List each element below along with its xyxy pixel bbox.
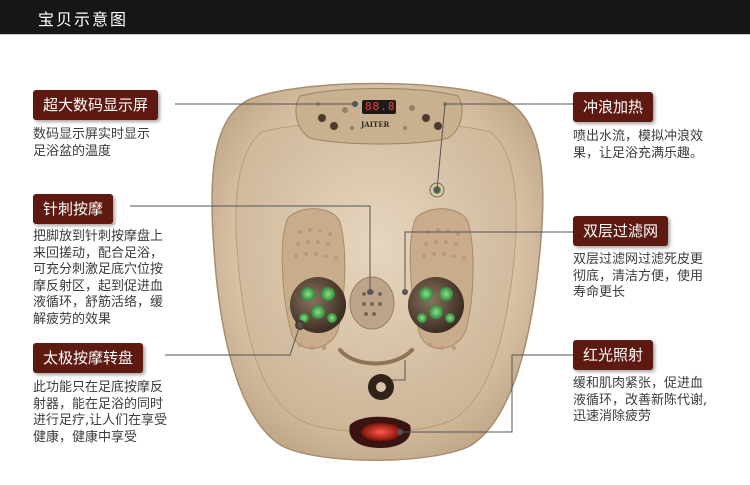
desc-line: 彻底，清洁方便，使用 <box>573 268 704 284</box>
badge-taiji: 太极按摩转盘 <box>33 343 144 373</box>
desc-line: 果，让足浴充满乐趣。 <box>573 145 704 161</box>
desc-line: 数码显示屏实时显示 <box>33 127 151 142</box>
panel-button-4 <box>434 122 442 130</box>
badge-acupoint: 针刺按摩 <box>33 194 114 224</box>
desc-display: 数码显示屏实时显示 足浴盆的温度 <box>33 127 193 160</box>
control-panel <box>295 88 463 145</box>
roller-green-nodes <box>299 287 455 323</box>
red-light-lamp <box>361 423 401 441</box>
header-divider <box>0 34 750 35</box>
desc-line: 进行足疗,让人们在享受 <box>33 413 168 428</box>
desc-acupoint: 把脚放到针刺按摩盘上 来回搓动，配合足浴， 可充分刺激足底穴位按 摩反射区，起到… <box>33 229 208 328</box>
badge-display: 超大数码显示屏 <box>33 90 159 120</box>
desc-redlight: 缓和肌肉紧张，促进血 液循环，改善新陈代谢, 迅速消除疲劳 <box>573 376 748 426</box>
panel-floral-pattern <box>316 102 447 130</box>
desc-line: 喷出水流，模拟冲浪效 <box>573 129 704 144</box>
desc-line: 射器，能在足浴的同时 <box>33 396 164 412</box>
digital-display <box>362 100 396 114</box>
leader-lines <box>130 101 573 435</box>
brand-logo: JAITER <box>361 120 390 129</box>
display-readout: 88.8 <box>365 100 396 113</box>
desc-surf: 喷出水流，模拟冲浪效 果，让足浴充满乐趣。 <box>573 129 748 162</box>
desc-line: 足浴盆的温度 <box>33 143 112 159</box>
desc-line: 液循环，改善新陈代谢, <box>573 392 708 408</box>
desc-line: 液循环，舒筋活络，缓 <box>33 295 164 310</box>
leader-surf <box>436 103 573 191</box>
desc-line: 摩反射区，起到促进血 <box>33 278 164 294</box>
panel-button-2 <box>330 122 338 130</box>
header-title: 宝贝示意图 <box>38 10 129 29</box>
panel-button-1 <box>318 114 326 122</box>
center-disc-studs <box>362 290 382 316</box>
desc-line: 可充分刺激足底穴位按 <box>33 262 164 277</box>
header-bar: 宝贝示意图 <box>0 0 750 34</box>
leader-acupoint <box>130 205 371 292</box>
desc-taiji: 此功能只在足底按摩反 射器，能在足浴的同时 进行足疗,让人们在享受 健康，健康中… <box>33 380 208 446</box>
acupoint-studs <box>294 228 466 350</box>
desc-line: 双层过滤网过滤死皮更 <box>573 252 704 267</box>
badge-redlight: 红光照射 <box>573 340 654 370</box>
surf-jet-ring <box>429 182 445 198</box>
leader-filter <box>404 231 573 292</box>
desc-line: 健康，健康中享受 <box>33 429 138 445</box>
water-ridge <box>338 348 414 366</box>
desc-line: 解疲劳的效果 <box>33 311 112 327</box>
desc-line: 来回搓动，配合足浴， <box>33 245 164 261</box>
leader-taiji-disc <box>392 360 406 381</box>
taiji-disc-center <box>376 382 386 392</box>
desc-line: 迅速消除疲劳 <box>573 409 652 424</box>
desc-filter: 双层过滤网过滤死皮更 彻底，清洁方便，使用 寿命更长 <box>573 252 748 302</box>
badge-filter: 双层过滤网 <box>573 216 669 246</box>
badge-surf: 冲浪加热 <box>573 92 654 122</box>
basin-inner <box>235 121 517 433</box>
leader-taiji <box>165 324 301 356</box>
leader-redlight <box>400 354 573 433</box>
desc-line: 此功能只在足底按摩反 <box>33 380 164 395</box>
desc-line: 缓和肌肉紧张，促进血 <box>573 376 704 391</box>
desc-line: 寿命更长 <box>573 285 626 300</box>
desc-line: 把脚放到针刺按摩盘上 <box>33 229 164 244</box>
panel-button-3 <box>422 114 430 122</box>
